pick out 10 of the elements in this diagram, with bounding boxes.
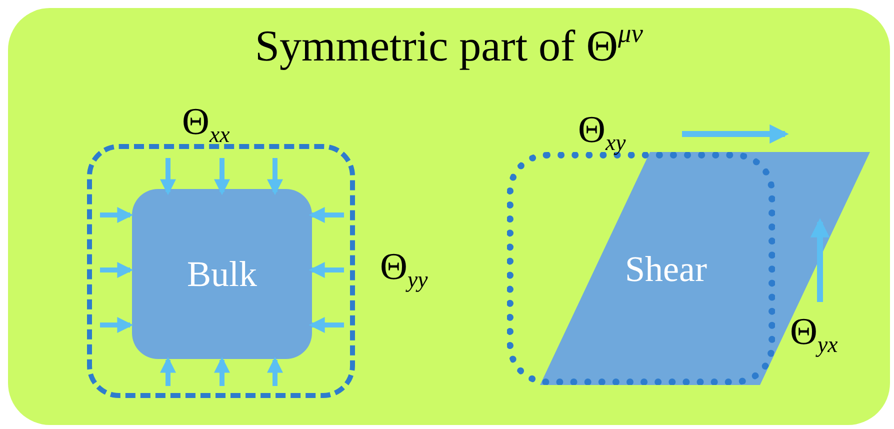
tensor-component-label: Θ$_{xx}$ — [182, 100, 230, 148]
panel-background — [8, 8, 890, 425]
tensor-component-label: Θ$_{yx}$ — [790, 310, 838, 358]
title: Symmetric part of Θ$^{μν}$ — [255, 18, 643, 72]
box-label: Shear — [625, 248, 707, 290]
tensor-component-label: Θ$_{xy}$ — [578, 108, 626, 156]
tensor-component-label: Θ$_{yy}$ — [380, 245, 428, 293]
dashed-outline — [87, 144, 355, 398]
bulk-box — [132, 189, 312, 359]
box-label: Bulk — [187, 253, 257, 295]
